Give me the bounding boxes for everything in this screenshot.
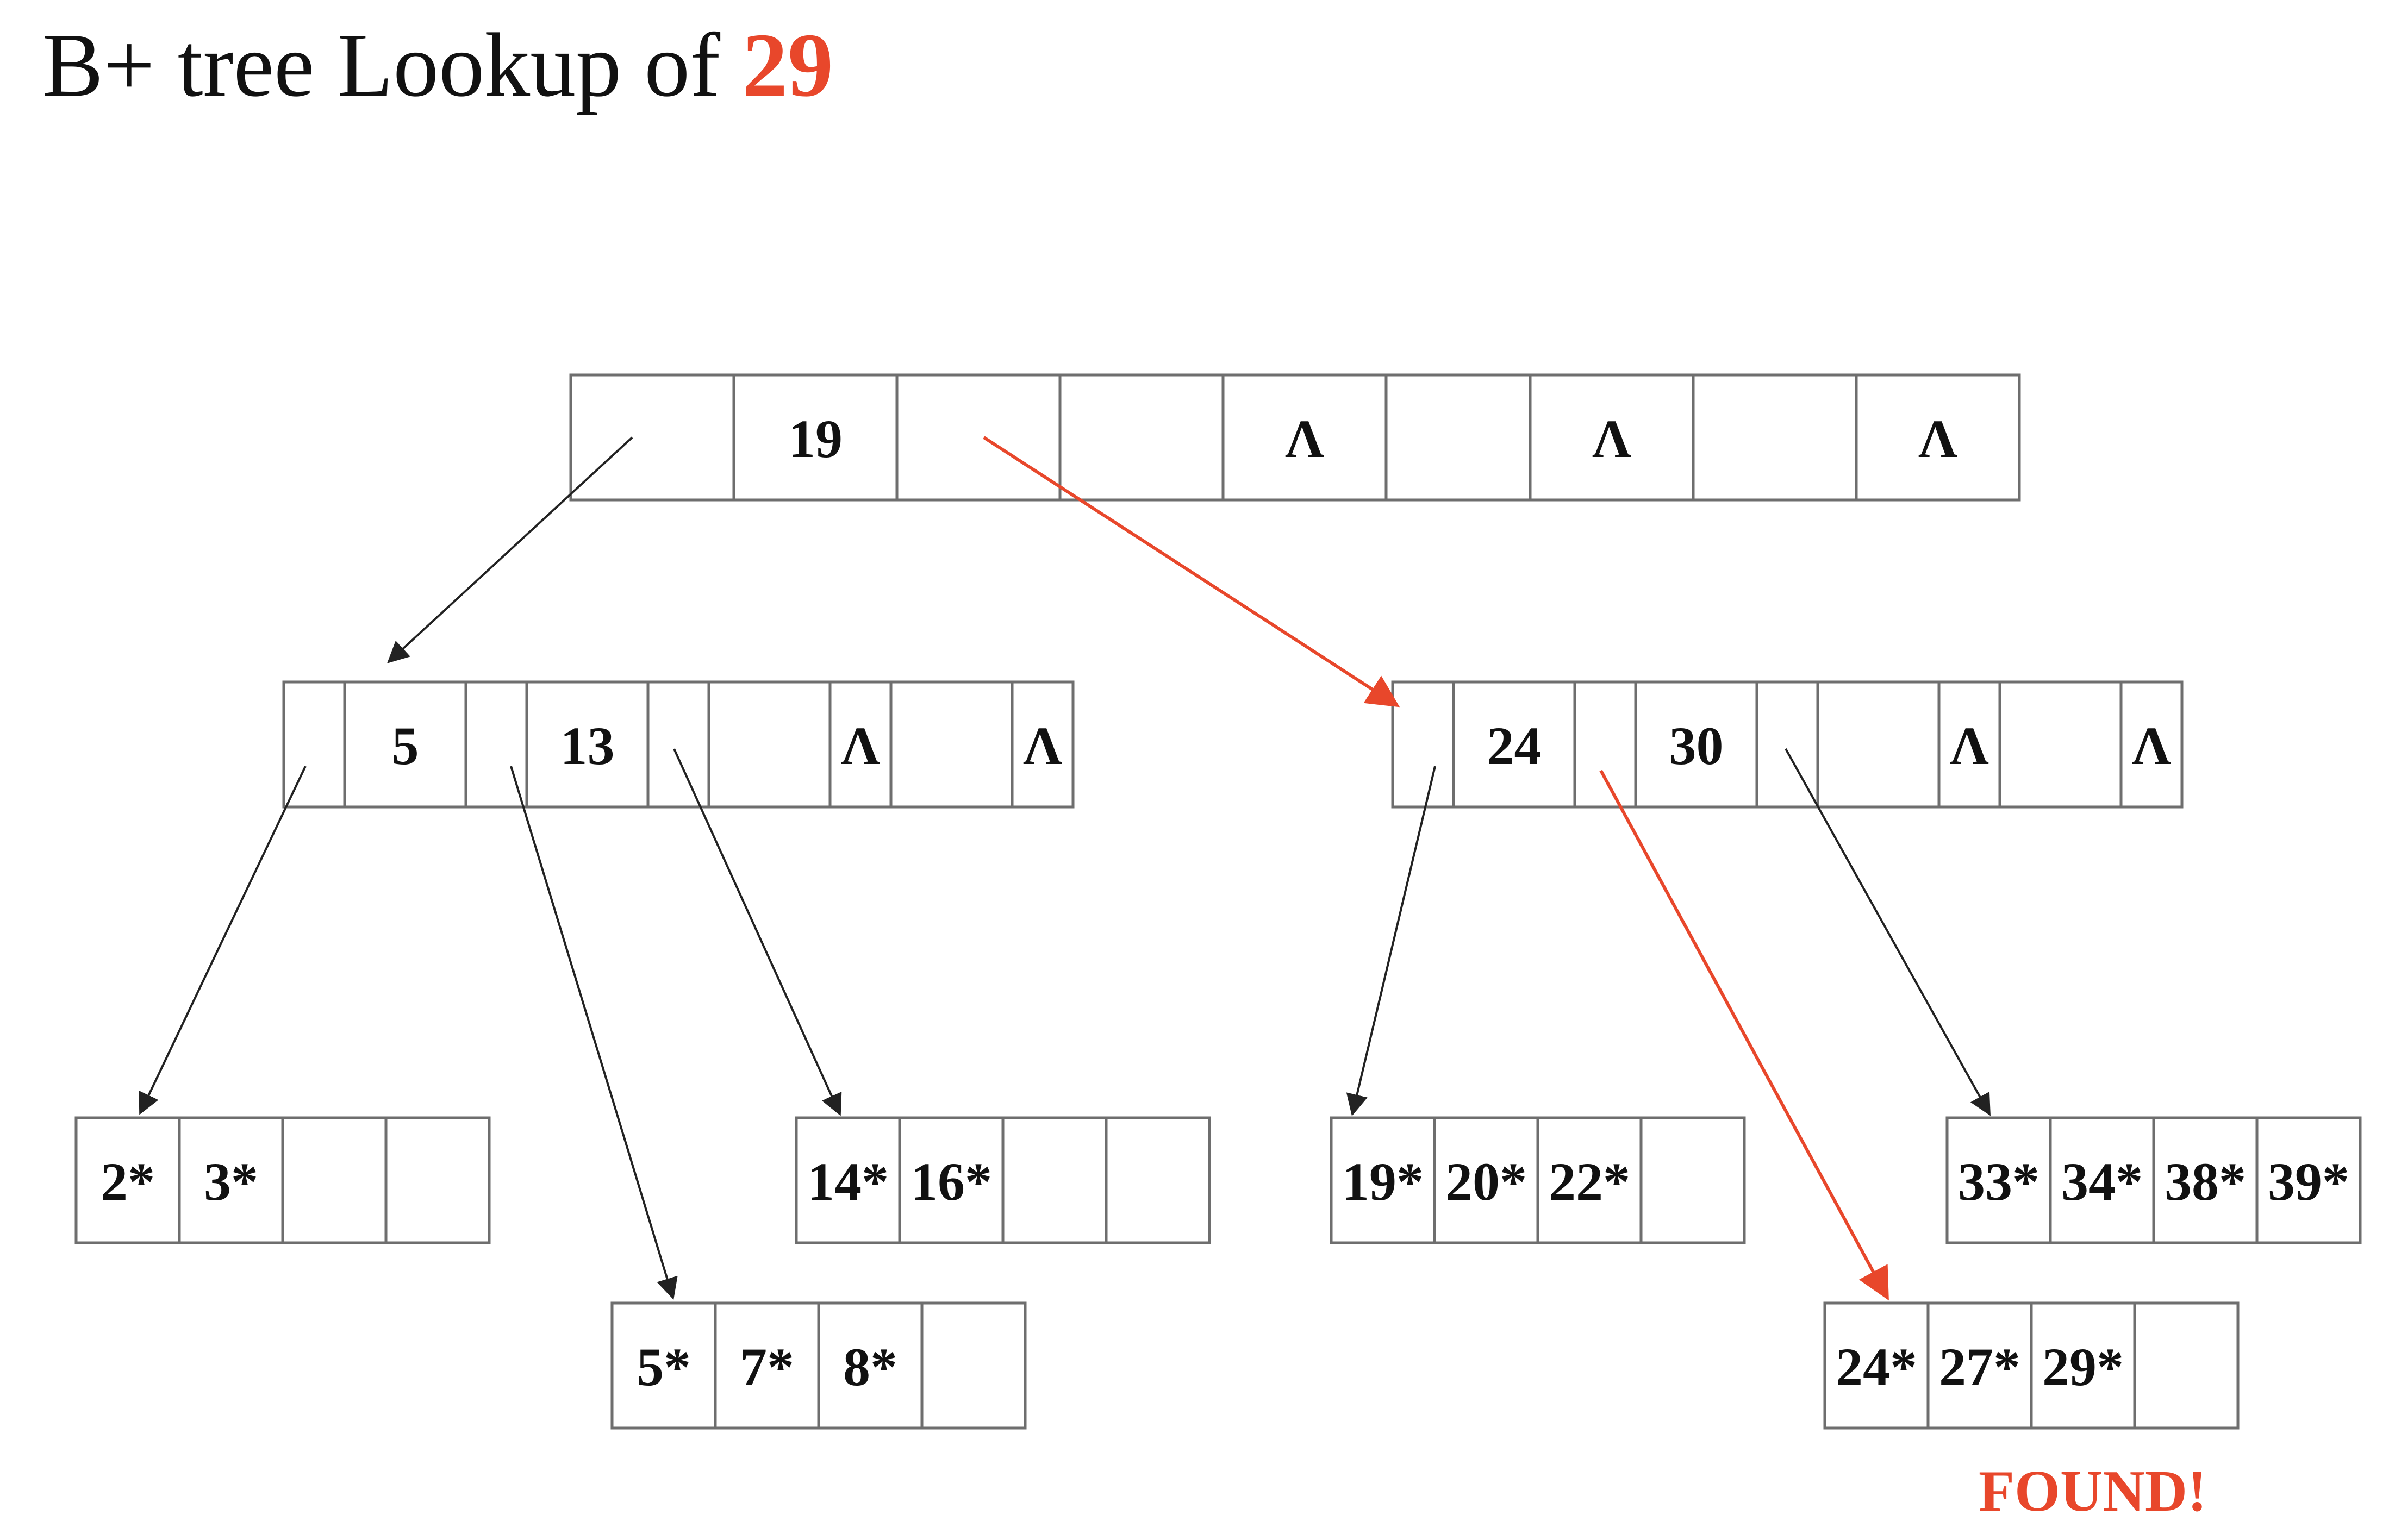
node-cell [281, 1116, 388, 1244]
search-path-arrow-root-to-inner-right [983, 436, 1400, 708]
pointer-arrow-root-to-inner-left [387, 436, 633, 663]
pointer-arrow-inner-left-to-leaf-1 [139, 766, 307, 1115]
node-cell [707, 680, 832, 809]
node-cell [2255, 1116, 2362, 1244]
node-cell [1536, 1116, 1643, 1244]
node-cell [920, 1301, 1027, 1430]
node-cell [282, 680, 346, 809]
null-pointer-symbol: Λ [2132, 716, 2171, 776]
node-cell [1433, 1116, 1539, 1244]
node-cell [384, 1116, 491, 1244]
node-cell [732, 373, 899, 502]
node-cell [2049, 1116, 2155, 1244]
node-cell [1945, 1116, 2052, 1244]
tree-node-leaf-2: 5* 7* 8* [610, 1301, 1027, 1430]
tree-node-leaf-4: 19* 20* 22* [1330, 1116, 1746, 1244]
tree-node-leaf-3: 14* 16* [795, 1116, 1211, 1244]
node-cell [1384, 373, 1532, 502]
null-pointer-symbol: Λ [841, 716, 880, 776]
node-key: 5 [392, 716, 419, 776]
node-cell [1855, 373, 2021, 502]
node-cell [343, 680, 467, 809]
tree-node-leaf-6: 33* 34* 38* 39* [1945, 1116, 2362, 1244]
node-key: 19* [1342, 1151, 1424, 1212]
node-key: 22* [1549, 1151, 1630, 1212]
node-cell [1391, 680, 1455, 809]
title-search-key: 29 [742, 15, 834, 116]
node-key: 13 [560, 716, 615, 776]
node-cell [2119, 680, 2184, 809]
node-key: 5* [637, 1337, 691, 1397]
node-cell [1452, 680, 1576, 809]
node-key: 24 [1487, 716, 1542, 776]
node-cell [1573, 680, 1637, 809]
node-cell [714, 1301, 820, 1430]
node-cell [1058, 373, 1225, 502]
pointer-arrow-inner-right-to-leaf-6 [1785, 748, 1991, 1116]
node-cell [1816, 680, 1941, 809]
node-key: 30 [1669, 716, 1724, 776]
tree-node-inner-left: 5 13 Λ Λ [282, 680, 1075, 809]
node-key: 39* [2268, 1151, 2349, 1212]
node-cell [1639, 1116, 1746, 1244]
node-cell [895, 373, 1062, 502]
node-key: 33* [1958, 1151, 2040, 1212]
node-cell [1105, 1116, 1211, 1244]
title-prefix: B+ tree Lookup of [42, 15, 721, 116]
node-key: 14* [807, 1151, 889, 1212]
node-cell [2152, 1116, 2259, 1244]
node-cell [1692, 373, 1858, 502]
tree-node-root: 19 Λ Λ Λ [569, 373, 2021, 502]
node-key: 16* [910, 1151, 992, 1212]
null-pointer-symbol: Λ [1023, 716, 1062, 776]
node-cell [2133, 1301, 2240, 1430]
node-cell [646, 680, 710, 809]
node-cell [1634, 680, 1758, 809]
node-cell [1001, 1116, 1108, 1244]
null-pointer-symbol: Λ [1918, 409, 1957, 469]
node-key: 3* [204, 1151, 258, 1212]
tree-node-inner-right: 24 30 Λ Λ [1391, 680, 2184, 809]
node-key: 29* [2042, 1337, 2124, 1397]
node-cell [1998, 680, 2123, 809]
node-cell [1926, 1301, 2033, 1430]
node-cell [828, 680, 893, 809]
node-key: 2* [101, 1151, 155, 1212]
tree-node-leaf-5: 24* 27* 29* [1823, 1301, 2240, 1430]
node-key: 24* [1836, 1337, 1917, 1397]
node-cell [1937, 680, 2001, 809]
node-key: 27* [1939, 1337, 2020, 1397]
node-cell [889, 680, 1014, 809]
node-key: 7* [740, 1337, 794, 1397]
pointer-arrow-inner-left-to-leaf-2 [510, 766, 678, 1300]
search-path-arrow-inner-right-to-leaf-5 [1599, 769, 1889, 1301]
found-label: FOUND! [1979, 1459, 2207, 1524]
node-cell [569, 373, 735, 502]
node-cell [525, 680, 650, 809]
node-key: 38* [2165, 1151, 2246, 1212]
tree-node-leaf-1: 2* 3* [74, 1116, 491, 1244]
pointer-arrow-inner-right-to-leaf-4 [1346, 766, 1436, 1116]
node-key: 34* [2061, 1151, 2143, 1212]
node-cell [1011, 680, 1075, 809]
node-key: 19 [788, 409, 843, 469]
node-key: 20* [1445, 1151, 1527, 1212]
null-pointer-symbol: Λ [1285, 409, 1324, 469]
node-cell [610, 1301, 717, 1430]
node-cell [2030, 1301, 2136, 1430]
null-pointer-symbol: Λ [1592, 409, 1631, 469]
node-key: 8* [843, 1337, 897, 1397]
pointer-arrow-inner-left-to-leaf-3 [673, 748, 842, 1116]
null-pointer-symbol: Λ [1950, 716, 1989, 776]
